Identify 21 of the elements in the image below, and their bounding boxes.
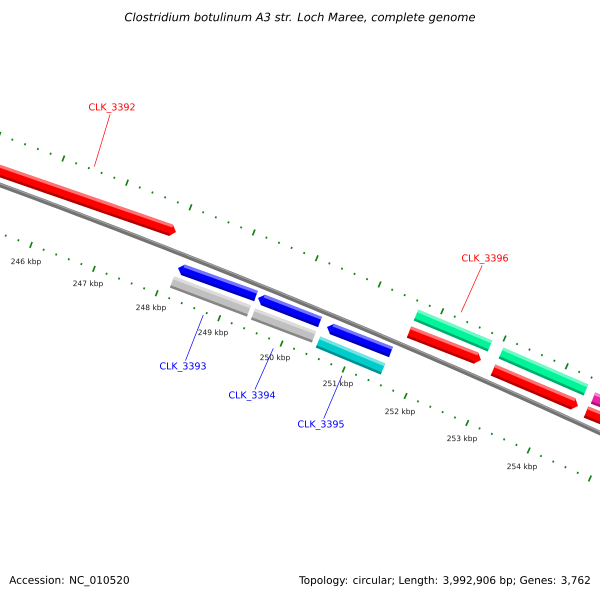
leader-line <box>254 348 274 390</box>
gene-feature <box>406 326 481 364</box>
gene-feature <box>490 364 578 410</box>
genome-stats-text: Topology: circular; Length: 3,992,906 bp; Genes: 3,762 <box>299 576 590 586</box>
gene-feature <box>590 392 600 409</box>
gene-feature <box>584 406 600 426</box>
gene-label: CLK_3396 <box>462 254 508 264</box>
gene-feature <box>250 308 316 343</box>
gene-label: CLK_3392 <box>89 103 135 113</box>
gene-feature <box>0 164 176 236</box>
leader-line <box>185 314 204 362</box>
gene-feature <box>316 336 386 375</box>
gene-label: CLK_3393 <box>160 362 206 372</box>
title: Clostridium botulinum A3 str. Loch Maree, complete genome <box>124 12 476 24</box>
leader-line <box>323 375 342 420</box>
gene-label: CLK_3394 <box>229 391 275 401</box>
leader-line <box>94 114 110 168</box>
accession-text: Accession: NC_010520 <box>9 576 129 586</box>
gene-label: CLK_3395 <box>298 420 344 430</box>
leader-line <box>460 265 483 313</box>
gene-feature <box>170 276 252 317</box>
